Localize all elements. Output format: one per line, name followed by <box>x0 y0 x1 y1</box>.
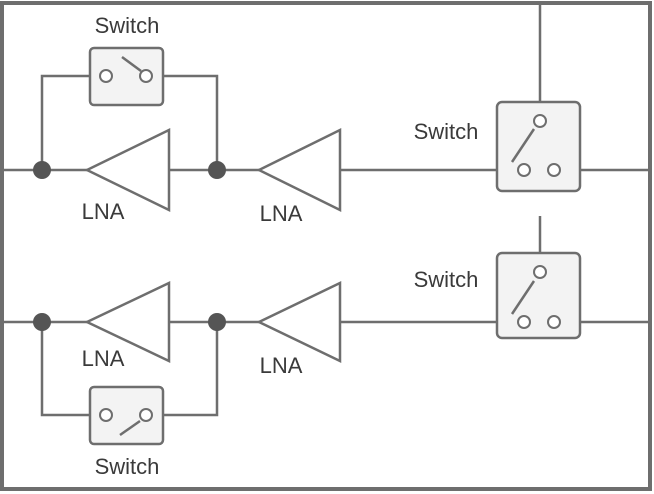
top-path <box>2 3 650 172</box>
lna-bottom-2 <box>256 281 342 363</box>
node-top-left <box>33 161 51 179</box>
lna-bottom-1 <box>84 281 171 363</box>
label-lna-bottom-1: LNA <box>82 346 125 371</box>
label-lna-top-2: LNA <box>260 201 303 226</box>
node-bottom-left <box>33 313 51 331</box>
node-top-mid <box>208 161 226 179</box>
label-switch-top-right: Switch <box>414 119 479 144</box>
switch-top-right <box>495 100 582 193</box>
switch-bottom-right <box>495 251 582 340</box>
lna-top-1 <box>84 127 171 213</box>
switch-top-left <box>88 46 165 107</box>
switch-bottom-left <box>88 385 165 446</box>
lna-top-2 <box>256 127 342 213</box>
node-bottom-mid <box>208 313 226 331</box>
label-switch-bottom-left: Switch <box>95 454 160 479</box>
label-switch-bottom-right: Switch <box>414 267 479 292</box>
label-lna-top-1: LNA <box>82 199 125 224</box>
label-switch-top-left: Switch <box>95 13 160 38</box>
label-lna-bottom-2: LNA <box>260 353 303 378</box>
